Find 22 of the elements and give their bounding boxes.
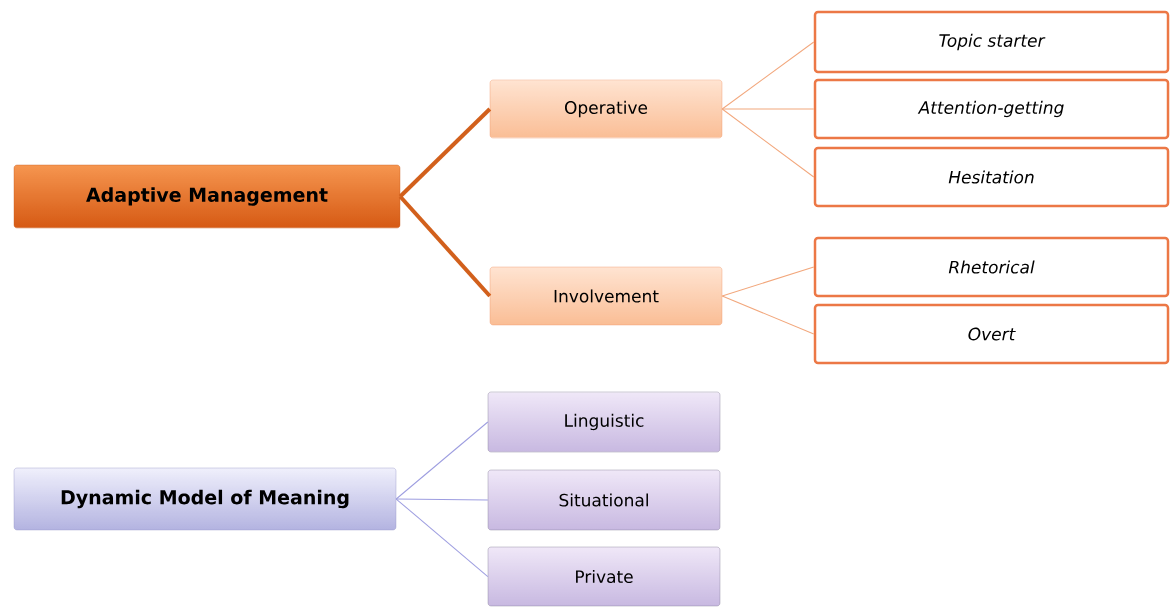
branch-box: Private	[487, 546, 721, 607]
leaf-box: Overt	[813, 303, 1170, 365]
connector-line	[395, 498, 489, 501]
leaf-box: Attention-getting	[813, 78, 1170, 140]
connector-line	[721, 41, 815, 110]
leaf-box: Topic starter	[813, 10, 1170, 74]
connector-line	[721, 295, 815, 335]
branch-box: Situational	[487, 469, 721, 531]
branch-box: Operative	[489, 79, 723, 139]
connector-line	[398, 195, 492, 298]
root-box: Adaptive Management	[13, 164, 401, 229]
connector-line	[398, 107, 492, 198]
branch-box: Linguistic	[487, 391, 721, 453]
leaf-box: Rhetorical	[813, 236, 1170, 298]
connector-line	[395, 421, 489, 500]
root-box: Dynamic Model of Meaning	[13, 467, 397, 531]
leaf-box: Hesitation	[813, 146, 1170, 208]
connector-line	[721, 266, 815, 297]
branch-box: Involvement	[489, 266, 723, 326]
connector-line	[721, 108, 815, 110]
connector-line	[395, 498, 489, 577]
connector-line	[721, 108, 815, 178]
